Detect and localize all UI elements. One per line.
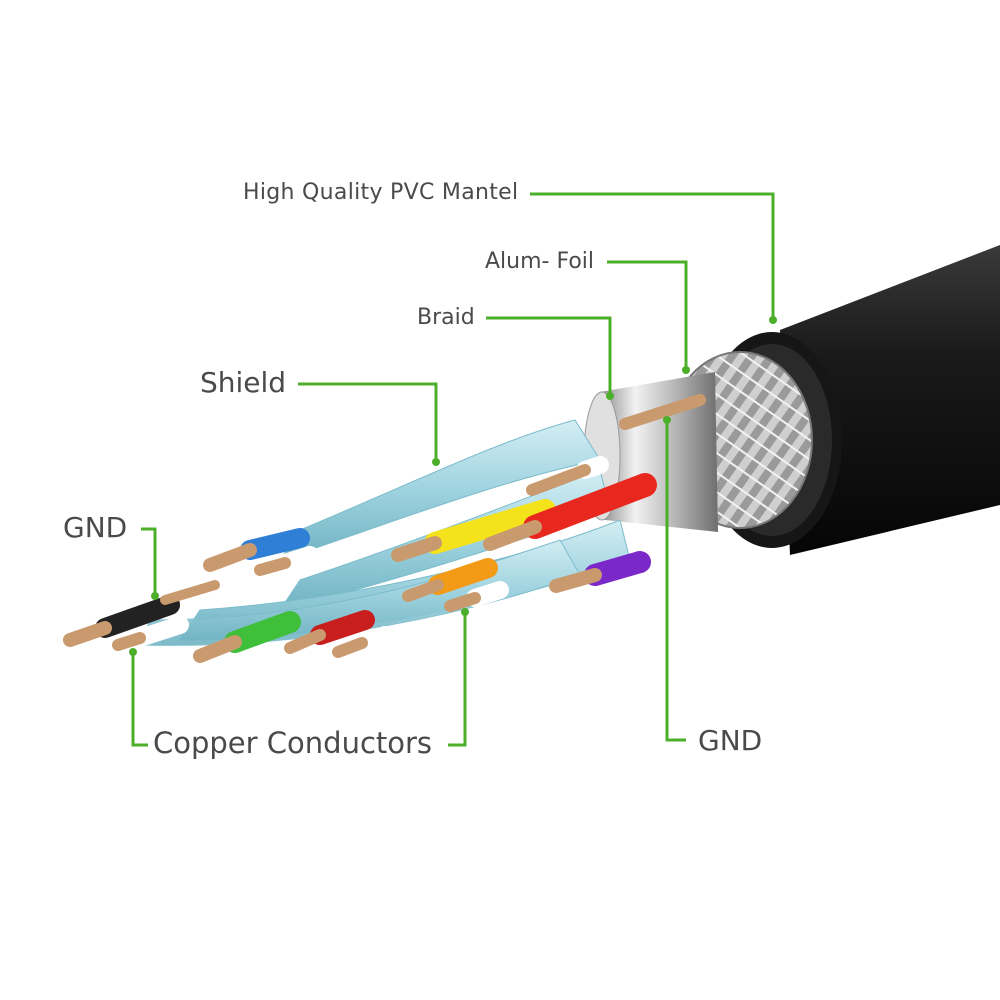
copper-white-4 (444, 592, 481, 612)
label-shield: Shield (200, 366, 287, 399)
copper-white-2 (254, 557, 291, 576)
leader-foil (607, 260, 688, 370)
leader-copper-right (448, 612, 467, 747)
leader-shield (298, 382, 438, 462)
leader-gnd-left (141, 527, 157, 596)
leader-gnd-right (665, 420, 686, 742)
label-braid: Braid (417, 305, 475, 330)
label-copper-conductors: Copper Conductors (153, 726, 433, 760)
wire-blue (240, 528, 310, 560)
leader-lines (131, 192, 775, 747)
colored-wires (63, 394, 706, 663)
copper-black (63, 621, 112, 647)
drain-wire-left (160, 580, 220, 605)
wire-yellow (424, 499, 556, 554)
leader-braid (486, 316, 612, 396)
wire-orange (428, 558, 498, 595)
copper-green (193, 635, 242, 663)
copper-orange (402, 579, 444, 602)
label-gnd-left: GND (63, 511, 128, 544)
copper-blue (203, 543, 257, 572)
copper-white-3 (332, 637, 368, 658)
copper-darkred (284, 629, 326, 654)
leader-pvc (530, 192, 775, 320)
wire-green (224, 611, 301, 653)
leader-dots (129, 316, 777, 656)
copper-white-1 (112, 632, 146, 651)
wire-purple (584, 551, 651, 586)
label-alum-foil: Alum- Foil (485, 249, 595, 274)
wire-white-1 (131, 616, 189, 647)
drain-wire-top (619, 394, 706, 430)
wire-black (95, 595, 180, 638)
copper-white-5 (526, 464, 591, 496)
copper-purple (549, 568, 602, 593)
wire-darkred (310, 610, 375, 645)
shielded-pairs (139, 419, 631, 646)
label-pvc-mantel: High Quality PVC Mantel (243, 180, 519, 205)
copper-yellow (391, 536, 442, 562)
wire-red (523, 473, 657, 539)
label-gnd-right: GND (698, 724, 763, 757)
leader-copper-left (131, 652, 148, 747)
copper-red (483, 520, 542, 551)
